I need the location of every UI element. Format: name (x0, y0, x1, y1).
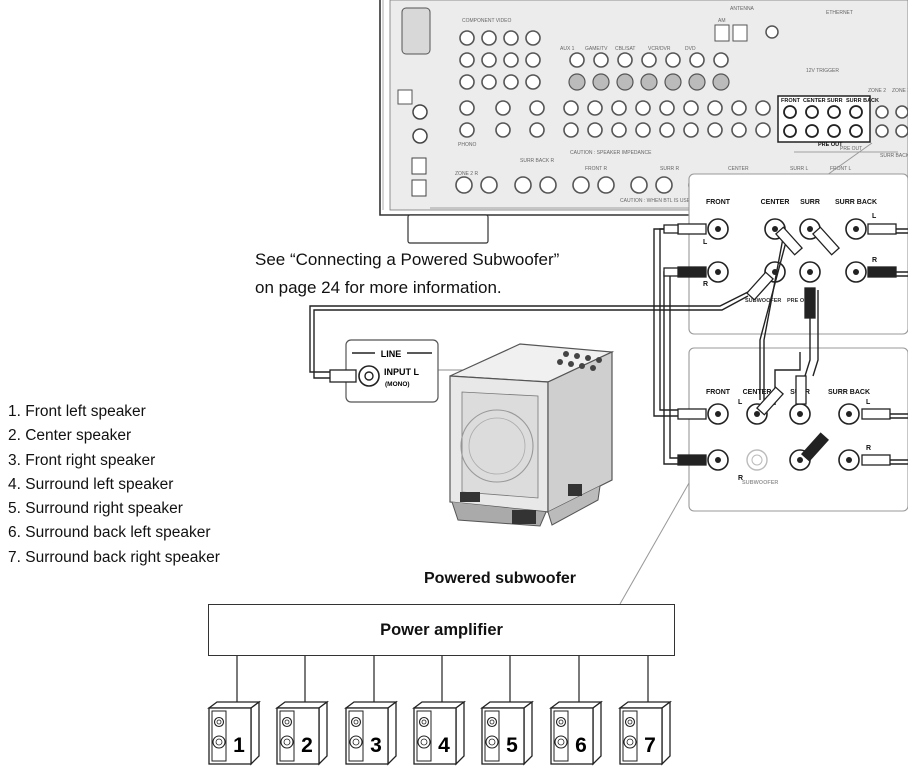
receiver-preout-header: SURR (827, 98, 843, 104)
receiver-label: SURR L (790, 166, 809, 172)
zoom-upper-header: SURR (800, 199, 820, 206)
receiver-label: ZONE 2 R (455, 171, 478, 177)
zoom-lower-side-label: R (866, 445, 871, 452)
receiver-label: CAUTION : SPEAKER IMPEDANCE (570, 150, 652, 156)
receiver-label: DVD (685, 46, 696, 52)
speaker-legend: 1. Front left speaker 2. Center speaker … (8, 400, 220, 570)
power-amplifier-box: Power amplifier (208, 604, 675, 656)
receiver-label: SURR BACK (880, 153, 908, 159)
power-amplifier-label: Power amplifier (380, 620, 503, 639)
speaker-number: 5 (506, 734, 518, 757)
input-label: INPUT L (384, 367, 420, 377)
receiver-label: FRONT R (585, 166, 608, 172)
receiver-label: ZONE 3 (892, 88, 908, 94)
amplifier-speaker-lines (236, 656, 649, 702)
speaker-icon (618, 700, 672, 766)
legend-item: 4. Surround left speaker (8, 475, 174, 493)
zoom-upper-header: CENTER (761, 199, 790, 206)
receiver-preout-header: CENTER (803, 98, 826, 104)
zoom-lower-header: FRONT (706, 389, 731, 396)
speaker-icon (480, 700, 534, 766)
receiver-label: CBL/SAT (615, 46, 635, 52)
speaker-icon (207, 700, 261, 766)
receiver-label: PRE OUT (840, 146, 862, 152)
speaker-number: 7 (644, 734, 656, 757)
receiver-label: ETHERNET (826, 10, 853, 16)
legend-item: 3. Front right speaker (8, 451, 156, 469)
speaker-icon (275, 700, 329, 766)
rca-plugs-lower (677, 375, 891, 466)
subwoofer-note: See “Connecting a Powered Subwoofer” on … (255, 246, 559, 302)
receiver-preout-footer: PRE OUT (818, 142, 843, 148)
receiver-label: AM (718, 18, 726, 24)
speaker-icon (412, 700, 466, 766)
zoom-upper-header: FRONT (706, 199, 731, 206)
speaker-number: 4 (438, 734, 450, 757)
preout-zoom-upper: FRONT CENTER SURR SURR BACK L R L R SUBWOOFER P… (688, 173, 908, 335)
subwoofer-cable (309, 291, 749, 373)
line-input-panel: LINE INPUT L (MONO) (329, 339, 439, 403)
subwoofer-caption: Powered subwoofer (424, 570, 577, 587)
receiver-label: SURR R (660, 166, 680, 172)
serial-port (401, 7, 431, 55)
zoom-lower-subwoofer-label: SUBWOOFER (742, 480, 778, 486)
zoom-upper-preout-label: PRE OUT (787, 298, 812, 304)
note-line-2: on page 24 for more information. (255, 278, 502, 297)
note-line-1: See “Connecting a Powered Subwoofer” (255, 250, 560, 269)
zoom-upper-header: SURR BACK (835, 199, 877, 206)
speaker-icon (549, 700, 603, 766)
receiver-label: PHONO (458, 142, 476, 148)
receiver-rear-panel: ANTENNA COMPONENT VIDEO AM ETHERNET PHONO ZON… (379, 0, 908, 244)
zoom-lower-header: SURR BACK (828, 389, 870, 396)
speaker-icon (344, 700, 398, 766)
speaker-number: 2 (301, 734, 313, 757)
receiver-label: SURR BACK R (520, 158, 555, 164)
receiver-label: COMPONENT VIDEO (462, 18, 511, 24)
zoom-lower-side-label: L (866, 399, 871, 406)
subwoofer-image (438, 343, 615, 527)
rca-plugs-upper (663, 223, 897, 319)
receiver-label: FRONT L (830, 166, 852, 172)
zoom-upper-side-label: L (703, 239, 708, 246)
receiver-preout-header: FRONT (781, 98, 801, 104)
line-title: LINE (381, 349, 402, 359)
receiver-label: ANTENNA (730, 6, 755, 12)
speaker-number: 1 (233, 734, 245, 757)
zoom-pointer-lower (619, 482, 690, 605)
input-sub-label: (MONO) (385, 381, 410, 388)
legend-item: 1. Front left speaker (8, 403, 146, 420)
zoom-upper-side-label: R (703, 281, 708, 288)
receiver-preout-header: SURR BACK (846, 98, 879, 104)
legend-item: 2. Center speaker (8, 427, 132, 445)
receiver-label: VCR/DVR (648, 46, 671, 52)
legend-item: 7. Surround back right speaker (8, 548, 220, 566)
zoom-lower-side-label: L (738, 399, 743, 406)
zoom-upper-side-label: L (872, 213, 877, 220)
receiver-foot-left (407, 214, 489, 244)
zoom-upper-side-label: R (872, 257, 877, 264)
receiver-label: CENTER (728, 166, 749, 172)
zoom-lower-side-label: R (738, 475, 743, 482)
speaker-row: 1 2 3 4 5 6 7 (207, 700, 672, 766)
speaker-number: 3 (370, 734, 382, 757)
legend-item: 5. Surround right speaker (8, 500, 183, 518)
receiver-label: 12V TRIGGER (806, 68, 839, 74)
zoom-upper-subwoofer-label: SUBWOOFER (745, 298, 781, 304)
speaker-number: 6 (575, 734, 587, 757)
receiver-label: GAME/TV (585, 46, 608, 52)
receiver-label: CAUTION : WHEN BTL IS USED (620, 198, 694, 204)
zoom-lower-header: CENTER (743, 389, 772, 396)
legend-item: 6. Surround back left speaker (8, 524, 211, 542)
receiver-label: AUX 1 (560, 46, 575, 52)
receiver-label: ZONE 2 (868, 88, 886, 94)
